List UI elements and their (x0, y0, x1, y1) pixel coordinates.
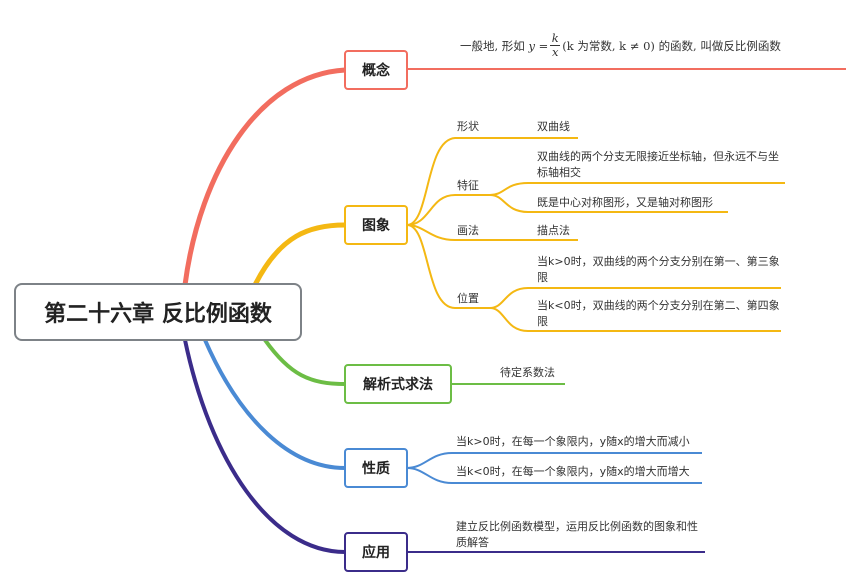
tuxiang-position-label[interactable]: 位置 (457, 292, 479, 305)
tuxiang-draw-value[interactable]: 描点法 (537, 224, 570, 237)
xingzhi-branches (406, 452, 702, 484)
connector-tuxiang (252, 222, 348, 288)
xingzhi-property-1[interactable]: 当k>0时，在每一个象限内，y随x的增大而减小 (456, 435, 690, 448)
tuxiang-position-2[interactable]: 当k<0时，双曲线的两个分支分别在第二、第四象限 (537, 299, 780, 328)
fraction-numerator: k (551, 31, 559, 45)
definition-suffix: 的函数, 叫做反比例函数 (658, 38, 781, 53)
tuxiang-draw-label[interactable]: 画法 (457, 224, 479, 237)
definition-y: y (528, 38, 535, 53)
definition-condition: (k 为常数, k ≠ 0) (562, 38, 655, 53)
branch-tuxiang[interactable]: 图象 (344, 205, 408, 245)
fraction-denominator: x (552, 45, 559, 59)
definition-prefix: 一般地, 形如 (460, 38, 525, 53)
connector-xingzhi (203, 338, 347, 470)
tuxiang-feature-label[interactable]: 特征 (457, 179, 479, 192)
definition-equals: = (538, 38, 549, 53)
tuxiang-feature-1[interactable]: 双曲线的两个分支无限接近坐标轴，但永远不与坐标轴相交 (537, 150, 779, 179)
xingzhi-property-2[interactable]: 当k<0时，在每一个象限内，y随x的增大而增大 (456, 465, 690, 478)
yingyong-description[interactable]: 建立反比例函数模型，运用反比例函数的图象和性质解答 (456, 520, 698, 549)
tuxiang-branches (406, 137, 785, 332)
root-topic[interactable]: 第二十六章 反比例函数 (14, 283, 302, 341)
gainian-definition: 一般地, 形如 y = k x (k 为常数, k ≠ 0) 的函数, 叫做反比… (460, 32, 781, 59)
branch-jiexi[interactable]: 解析式求法 (344, 364, 452, 404)
connector-yingyong (183, 338, 347, 554)
tuxiang-shape-label[interactable]: 形状 (457, 120, 479, 133)
branch-xingzhi[interactable]: 性质 (344, 448, 408, 488)
branch-gainian[interactable]: 概念 (344, 50, 408, 90)
connector-jiexi (263, 338, 347, 386)
tuxiang-shape-value[interactable]: 双曲线 (537, 120, 570, 133)
connector-gainian (182, 67, 348, 288)
branch-yingyong[interactable]: 应用 (344, 532, 408, 572)
jiexi-method[interactable]: 待定系数法 (500, 366, 555, 379)
definition-fraction: k x (550, 31, 561, 59)
tuxiang-feature-2[interactable]: 既是中心对称图形，又是轴对称图形 (537, 196, 713, 209)
tuxiang-position-1[interactable]: 当k>0时，双曲线的两个分支分别在第一、第三象限 (537, 255, 780, 284)
